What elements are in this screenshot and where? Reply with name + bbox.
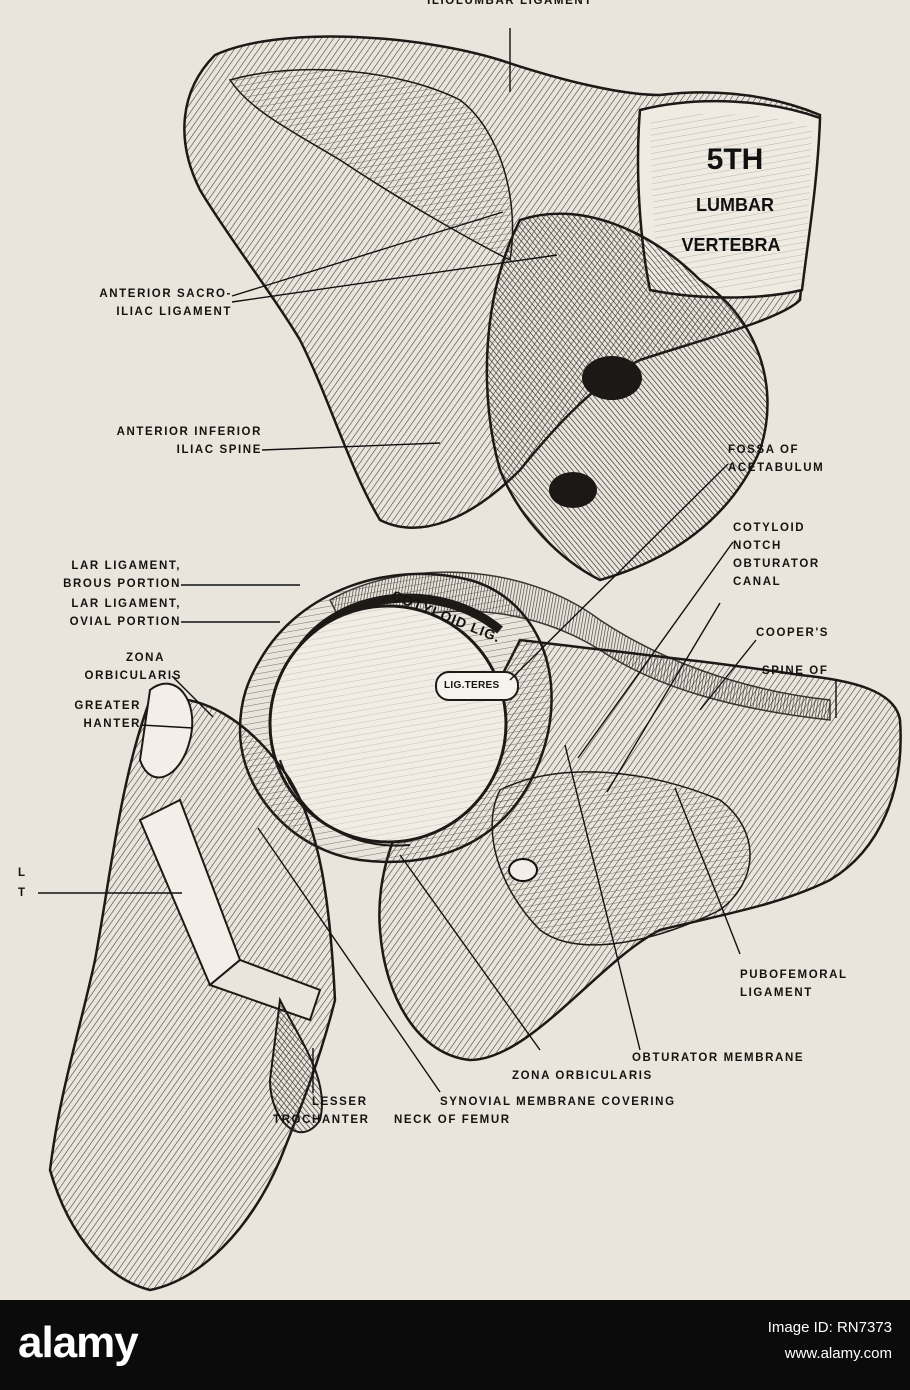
label-anterior-inferior-2: ILIAC SPINE xyxy=(176,444,262,456)
anatomical-illustration: ILIOLUMBAR LIGAMENT 5TH LUMBAR VERTEBRA … xyxy=(18,0,902,1292)
label-anterior-inferior-1: ANTERIOR INFERIOR xyxy=(116,426,262,438)
label-cotyloid-notch-1: COTYLOID xyxy=(733,522,806,534)
lig-teres-mark xyxy=(435,671,519,701)
label-obturator-canal-1: OBTURATOR xyxy=(733,558,820,570)
label-lumbar: LUMBAR xyxy=(696,195,774,215)
label-anterior-sacroiliac-1: ANTERIOR SACRO- xyxy=(99,288,232,300)
label-5th: 5TH xyxy=(706,143,764,176)
label-coopers: COOPER'S xyxy=(756,627,830,639)
label-cut-2: T xyxy=(18,887,27,899)
label-lesser-2: TROCHANTER xyxy=(273,1114,370,1126)
label-capsular-synovial-2: OVIAL PORTION xyxy=(69,616,181,628)
label-obturator-membrane: OBTURATOR MEMBRANE xyxy=(632,1052,805,1064)
label-fossa-2: ACETABULUM xyxy=(728,462,825,474)
stock-url: www.alamy.com xyxy=(784,1345,892,1362)
label-anterior-sacroiliac-2: ILIAC LIGAMENT xyxy=(116,306,232,318)
label-fossa-1: FOSSA OF xyxy=(728,444,800,456)
label-zona-left-2: ORBICULARIS xyxy=(84,670,182,682)
image-id: Image ID: RN7373 xyxy=(767,1319,892,1336)
label-obturator-canal-2: CANAL xyxy=(733,576,782,588)
label-zona-orbicularis-bottom: ZONA ORBICULARIS xyxy=(512,1070,653,1082)
label-cotyloid-notch-2: NOTCH xyxy=(733,540,782,552)
label-iliolumbar-ligament: ILIOLUMBAR LIGAMENT xyxy=(427,0,593,7)
hip-joint-drawing xyxy=(38,28,902,1292)
label-pubofemoral-1: PUBOFEMORAL xyxy=(740,969,848,981)
label-greater-trochanter-2: HANTER xyxy=(83,718,141,730)
label-pubofemoral-2: LIGAMENT xyxy=(740,987,813,999)
label-greater-trochanter-1: GREATER xyxy=(74,700,141,712)
label-spine-of: SPINE OF xyxy=(762,665,829,677)
stock-footer: alamy Image ID: RN7373 www.alamy.com xyxy=(0,1300,910,1390)
label-synovial-1: SYNOVIAL MEMBRANE COVERING xyxy=(440,1096,676,1108)
label-zona-left-1: ZONA xyxy=(126,652,165,664)
label-capsular-fibrous-2: BROUS PORTION xyxy=(63,578,181,590)
label-capsular-synovial-1: LAR LIGAMENT, xyxy=(71,598,181,610)
label-capsular-fibrous-1: LAR LIGAMENT, xyxy=(71,560,181,572)
label-cut-1: L xyxy=(18,867,27,879)
femur-shaft xyxy=(48,696,337,1292)
label-lig-teres: LIG.TERES xyxy=(444,680,500,691)
label-synovial-2: NECK OF FEMUR xyxy=(394,1114,511,1126)
stock-logo: alamy xyxy=(18,1318,139,1367)
label-lesser-1: LESSER xyxy=(312,1096,368,1108)
leader-lines xyxy=(38,28,837,1093)
label-vertebra: VERTEBRA xyxy=(681,235,781,255)
